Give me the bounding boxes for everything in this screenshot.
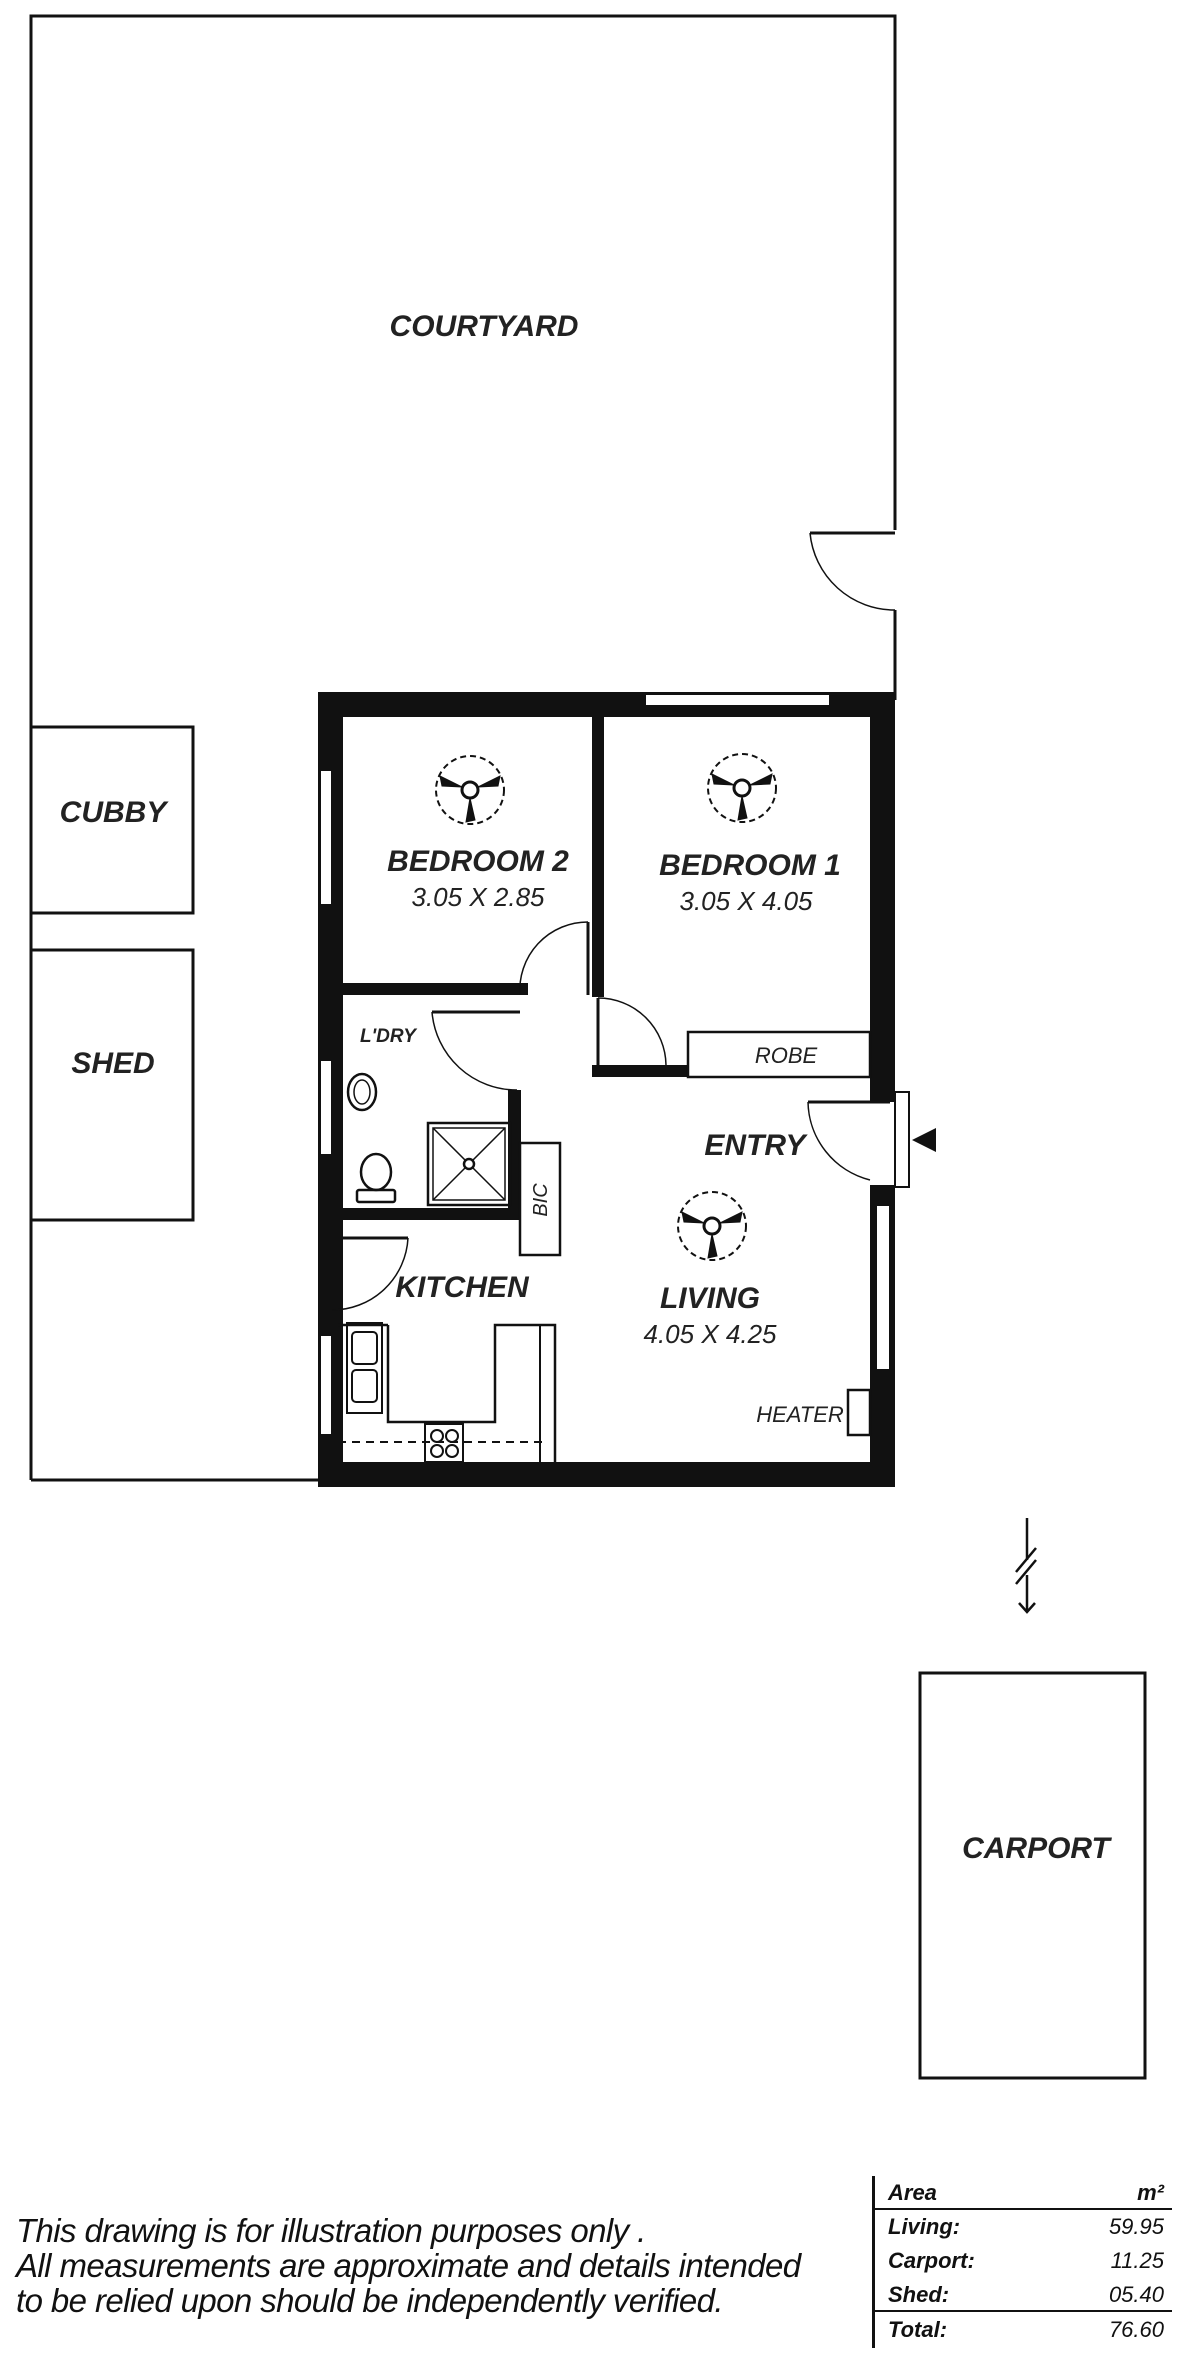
entry-arrow-icon [912, 1128, 936, 1152]
bic-label: BIC [530, 1183, 552, 1217]
carport-label: CARPORT [962, 1832, 1112, 1865]
disclaimer-line: to be relied upon should be independentl… [16, 2282, 724, 2319]
carport-outline [918, 1671, 1147, 2080]
sink-icon [346, 1322, 383, 1414]
floor-plan: COURTYARD CUBBY SHED BEDROOM 2 3.05 X 2.… [29, 14, 1147, 2080]
bedroom2-label: BEDROOM 2 [387, 845, 569, 878]
disclaimer-line: This drawing is for illustration purpose… [16, 2212, 646, 2249]
area-row: Living: 59.95 [888, 2214, 1164, 2239]
heater-icon [846, 1388, 872, 1437]
bedroom1-label: BEDROOM 1 [659, 849, 841, 882]
kitchen-label: KITCHEN [395, 1271, 530, 1304]
entry-label: ENTRY [704, 1129, 808, 1162]
cooktop-icon [424, 1423, 464, 1463]
disclaimer-line: All measurements are approximate and det… [16, 2247, 801, 2284]
bic-outline [518, 1141, 562, 1257]
laundry-fixtures [346, 1072, 512, 1207]
area-row: Carport: 11.25 [888, 2248, 1164, 2273]
interior-doors[interactable] [331, 921, 667, 1311]
ceiling-fan-icon [707, 753, 777, 823]
house-walls [318, 692, 895, 1487]
area-table-header: Area m² [878, 2176, 1172, 2210]
courtyard-gate[interactable] [809, 531, 896, 611]
ceiling-fan-icon [435, 755, 505, 825]
toilet-icon [355, 1152, 397, 1204]
area-header-label: Area [888, 2180, 937, 2205]
living-label: LIVING [660, 1282, 760, 1315]
bedroom1-size: 3.05 X 4.05 [680, 886, 814, 916]
shed-outline [29, 948, 195, 1222]
shower-icon [426, 1121, 512, 1207]
courtyard-label: COURTYARD [390, 310, 579, 343]
shed-label: SHED [71, 1047, 154, 1080]
windows [319, 693, 891, 1436]
living-size: 4.05 X 4.25 [644, 1319, 778, 1349]
entry-door[interactable] [807, 1091, 910, 1188]
laundry-label: L'DRY [360, 1026, 418, 1047]
area-row: Shed: 05.40 [888, 2282, 1164, 2307]
cubby-outline [29, 725, 195, 915]
ceiling-fan-icon [677, 1191, 747, 1261]
washing-machine-icon [346, 1072, 378, 1112]
robe-outline [686, 1030, 872, 1079]
disclaimer: This drawing is for illustration purpose… [16, 2213, 836, 2318]
area-table: Area m² Living: 59.95 Carport: 11.25 She… [872, 2176, 1172, 2348]
bedroom2-size: 3.05 X 2.85 [412, 882, 546, 912]
robe-label: ROBE [755, 1043, 818, 1068]
heater-label: HEATER [756, 1402, 844, 1427]
area-header-unit: m² [1137, 2180, 1164, 2205]
driveway-arrow-icon [1015, 1518, 1037, 1614]
area-total-row: Total: 76.60 [888, 2317, 1164, 2342]
cubby-label: CUBBY [60, 796, 170, 829]
courtyard-boundary [29, 14, 897, 1482]
kitchen-benches [338, 1323, 557, 1462]
